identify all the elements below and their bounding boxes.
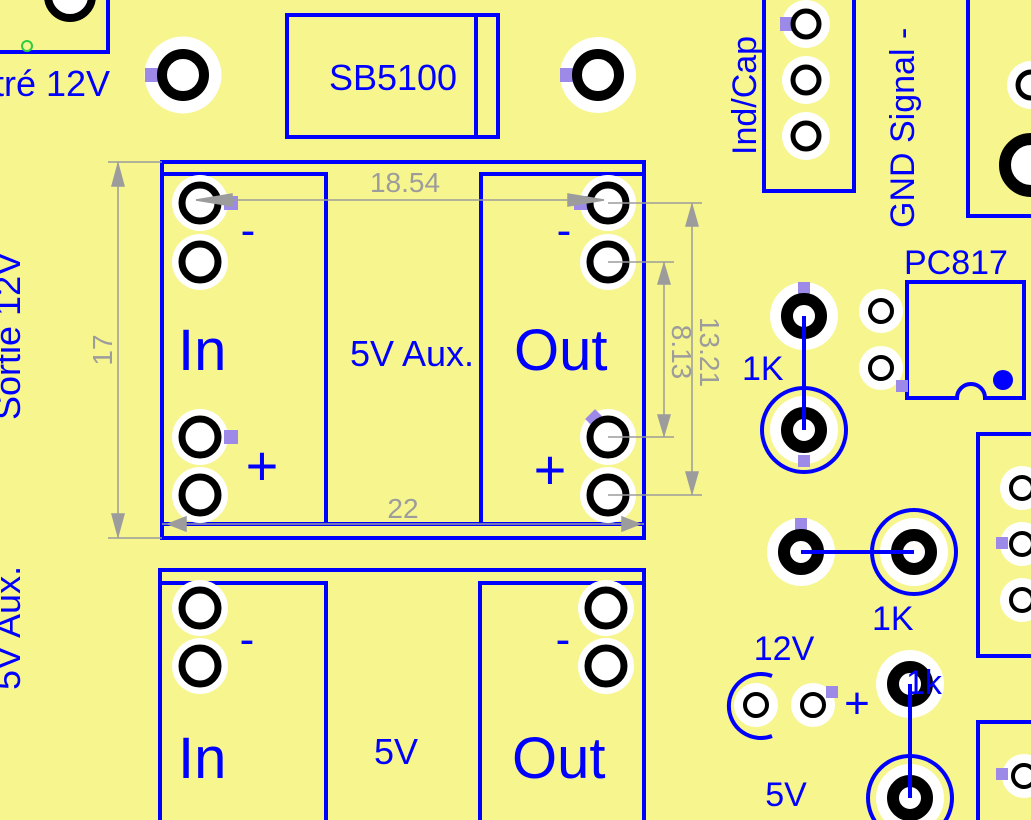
module2-out-label: Out <box>512 726 606 791</box>
r2-label: 1K <box>872 600 914 638</box>
module2-minus-left: - <box>240 615 255 664</box>
dimension-lines <box>108 161 702 539</box>
module1-name: 5V Aux. <box>350 333 474 374</box>
resistor-r1[interactable] <box>760 282 848 474</box>
module2-pads[interactable] <box>172 580 634 694</box>
right-connector-bottom[interactable] <box>976 720 1031 820</box>
ind-cap-connector[interactable] <box>762 0 856 193</box>
v5-small-label: 5V <box>765 776 807 814</box>
module2-minus-right: - <box>556 615 571 664</box>
module1-in-label: In <box>178 318 226 383</box>
module-5v[interactable] <box>158 568 646 820</box>
sortie-label: Sortie 12V <box>0 252 28 420</box>
pc817-optocoupler[interactable] <box>859 280 1026 400</box>
mount-pad-right[interactable] <box>560 37 636 113</box>
r1-label: 1K <box>742 350 784 388</box>
dim-height-left: 17 <box>87 334 118 365</box>
diode-sb5100[interactable] <box>285 13 500 139</box>
resistor-r2[interactable] <box>767 508 958 596</box>
dim-height-right-outer: 13.21 <box>694 317 725 387</box>
module1-minus-right: - <box>557 206 572 255</box>
r3-label: 1k <box>906 664 943 702</box>
v12-label: 12V <box>754 630 815 668</box>
cap-plus-label: + <box>844 679 870 728</box>
gnd-signal-connector[interactable] <box>966 0 1031 218</box>
pc817-label: PC817 <box>904 244 1008 282</box>
gnd-signal-label: GND Signal - <box>884 28 922 228</box>
diode-label: SB5100 <box>329 57 457 98</box>
dim-height-right-inner: 8.13 <box>666 325 697 380</box>
green-marker-icon <box>21 40 33 52</box>
module2-in-label: In <box>178 726 226 791</box>
aux-left-label: 5V Aux. <box>0 566 28 690</box>
right-connector-mid[interactable] <box>976 432 1031 658</box>
top-left-outline <box>0 0 110 54</box>
capacitor-12v[interactable] <box>726 672 838 740</box>
module1-plus-right: + <box>534 438 567 501</box>
ind-cap-label: Ind/Cap <box>726 36 764 155</box>
module1-plus-left: + <box>246 434 279 497</box>
pin1-dot-icon <box>993 370 1013 390</box>
dim-width-top: 18.54 <box>370 167 440 198</box>
module1-minus-left: - <box>241 206 256 255</box>
pad-top-left[interactable] <box>44 0 96 22</box>
module1-right-pads[interactable] <box>574 175 636 523</box>
module2-name: 5V <box>374 731 418 772</box>
module1-out-label: Out <box>514 318 608 383</box>
mount-pad-left[interactable] <box>144 36 222 114</box>
dim-width-bottom: 22 <box>387 493 418 524</box>
resistor-r3[interactable] <box>866 650 954 820</box>
entree-label: tré 12V <box>0 63 110 104</box>
module1-left-pads[interactable] <box>172 175 238 523</box>
